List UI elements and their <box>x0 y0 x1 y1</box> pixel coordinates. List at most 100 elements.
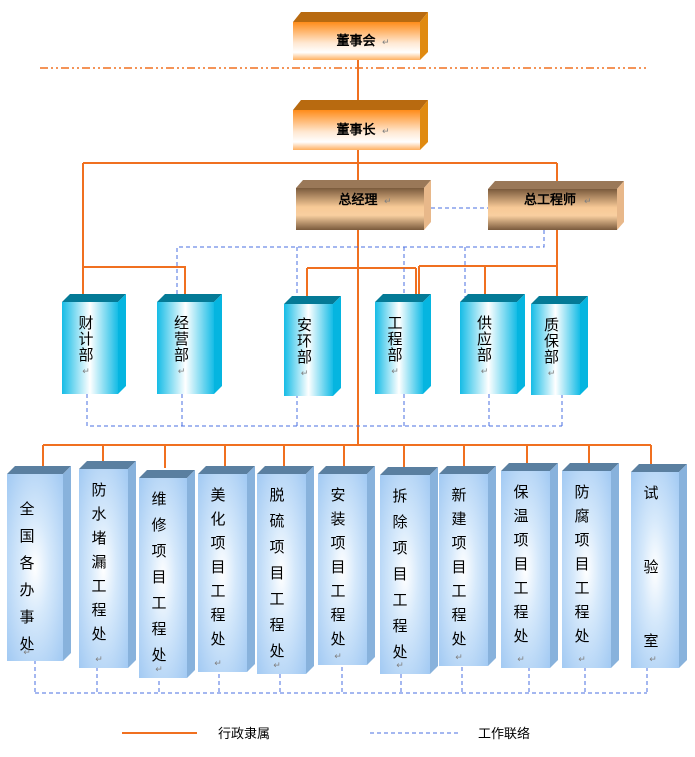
office-label-char: 程 <box>269 616 284 634</box>
ce-label: 总工程师 <box>524 192 576 208</box>
department-label-char: 应 <box>477 330 492 348</box>
chairman-box-face <box>293 110 420 150</box>
office-box-top <box>380 467 438 475</box>
office-label-char: 工 <box>210 582 225 600</box>
chairman-node[interactable]: 董事长 ↵ <box>293 100 428 150</box>
department-box-top <box>62 294 126 302</box>
office-label-char: 项 <box>451 534 466 552</box>
general-manager-node[interactable]: 总经理 ↵ <box>296 180 431 230</box>
office-label-char: 目 <box>269 564 284 582</box>
office-label-char: 室 <box>643 632 658 650</box>
office-label-char: 目 <box>330 558 345 576</box>
paragraph-mark-icon: ↵ <box>214 659 222 669</box>
office-label-char: 目 <box>151 568 166 586</box>
department-box-side <box>118 294 126 394</box>
department-label-char: 经 <box>174 314 189 332</box>
legend-admin-label: 行政隶属 <box>218 727 270 742</box>
office-box-side <box>679 464 687 668</box>
office-box-side <box>63 466 71 661</box>
department-label-char: 供 <box>477 314 492 332</box>
department-label-char: 计 <box>78 330 93 348</box>
chairman-box-side <box>420 100 428 150</box>
office-label-char: 处 <box>451 630 466 648</box>
office-box-face <box>257 474 306 674</box>
paragraph-mark-icon: ↵ <box>548 369 556 379</box>
board-node[interactable]: 董事会 ↵ <box>293 12 428 60</box>
department-node[interactable]: 安环部↵ <box>284 296 341 396</box>
department-node[interactable]: 工程部↵ <box>375 294 431 394</box>
department-label-char: 安 <box>297 316 312 334</box>
office-box-top <box>501 463 558 471</box>
office-box-face <box>318 474 367 665</box>
office-box-side <box>247 466 255 672</box>
office-label-char: 脱 <box>269 486 284 504</box>
office-label-char: 工 <box>574 579 589 597</box>
paragraph-mark-icon: ↵ <box>396 661 404 671</box>
department-label-char: 质 <box>544 316 559 334</box>
office-label-char: 处 <box>330 630 345 648</box>
office-box-side <box>306 466 314 674</box>
department-label-char: 工 <box>387 314 402 332</box>
paragraph-mark-icon: ↵ <box>517 655 525 665</box>
department-label-char: 环 <box>297 332 312 350</box>
department-node[interactable]: 经营部↵ <box>157 294 222 394</box>
office-box-top <box>7 466 71 474</box>
office-box-side <box>488 466 496 666</box>
department-node[interactable]: 质保部↵ <box>531 296 588 395</box>
legend: 行政隶属 工作联络 <box>122 726 530 742</box>
office-label-char: 工 <box>151 594 166 612</box>
office-node[interactable]: 试验室↵ <box>631 464 687 668</box>
office-label-char: 项 <box>392 539 407 557</box>
paragraph-mark-icon: ↵ <box>82 367 90 377</box>
office-label-char: 工 <box>451 582 466 600</box>
office-label-char: 拆 <box>392 487 407 505</box>
office-label-char: 项 <box>513 531 528 549</box>
office-label-char: 国 <box>19 527 34 545</box>
office-label-char: 目 <box>392 565 407 583</box>
department-box-face <box>62 302 118 394</box>
paragraph-mark-icon: ↵ <box>384 197 392 207</box>
paragraph-mark-icon: ↵ <box>95 655 103 665</box>
chief-engineer-node[interactable]: 总工程师 ↵ <box>488 181 624 230</box>
office-label-char: 建 <box>451 510 466 528</box>
department-label-char: 程 <box>387 330 402 348</box>
department-box-face <box>531 304 580 395</box>
office-label-char: 程 <box>574 603 589 621</box>
office-label-char: 美 <box>210 486 225 504</box>
office-box-face <box>631 472 679 668</box>
office-label-char: 保 <box>513 483 528 501</box>
department-node[interactable]: 供应部↵ <box>460 294 525 394</box>
office-label-char: 温 <box>513 507 528 525</box>
connector-lines <box>34 60 652 694</box>
office-label-char: 验 <box>643 558 658 576</box>
office-label-char: 工 <box>91 577 106 595</box>
office-box-side <box>611 463 619 668</box>
office-box-side <box>550 463 558 668</box>
department-label-char: 营 <box>174 330 189 348</box>
office-label-char: 处 <box>574 627 589 645</box>
office-box-face <box>139 478 187 678</box>
office-label-char: 目 <box>451 558 466 576</box>
paragraph-mark-icon: ↵ <box>301 369 309 379</box>
office-label-char: 程 <box>210 606 225 624</box>
office-label-char: 新 <box>451 486 466 504</box>
office-label-char: 装 <box>330 510 345 528</box>
department-node[interactable]: 财计部↵ <box>62 294 126 394</box>
department-box-face <box>284 304 333 396</box>
office-label-char: 工 <box>330 582 345 600</box>
office-label-char: 防 <box>574 483 589 501</box>
office-box-side <box>187 470 195 678</box>
department-label-char: 部 <box>477 346 492 364</box>
office-box-face <box>380 475 430 674</box>
